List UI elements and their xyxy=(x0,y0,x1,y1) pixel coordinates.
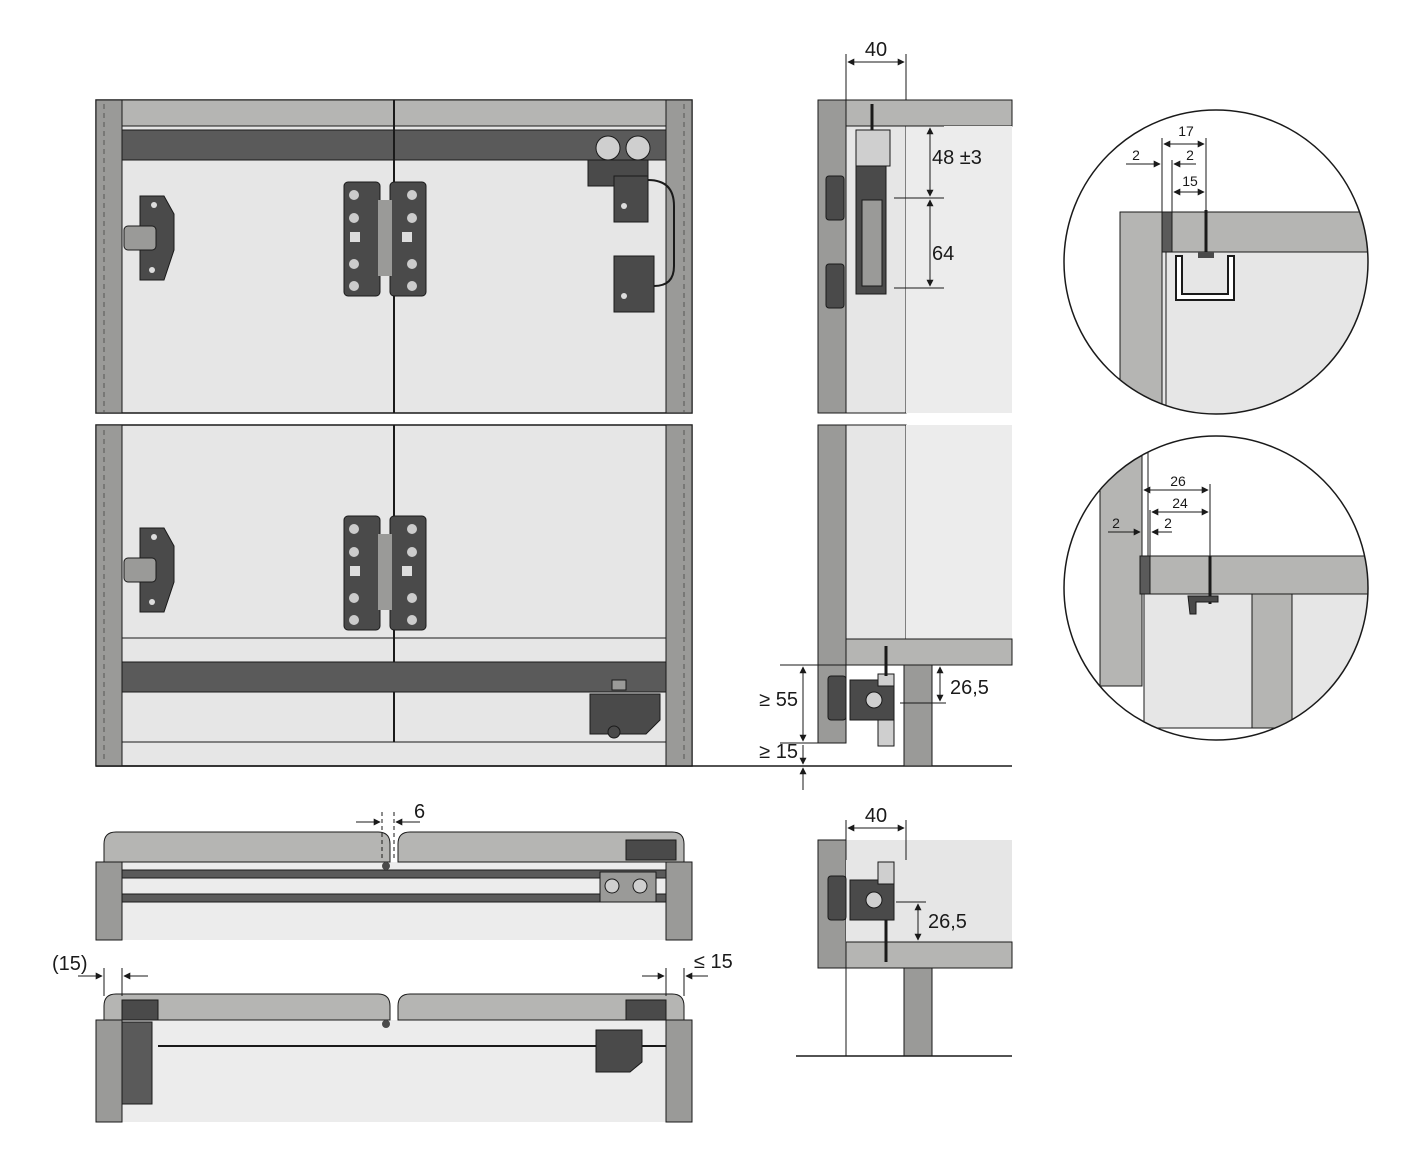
plan-view-open: (15) ≤ 15 xyxy=(52,951,733,1123)
plan-view-closed: 6 xyxy=(95,801,693,941)
dim-max-15: ≤ 15 xyxy=(694,951,733,973)
dim-min-15: ≥ 15 xyxy=(759,741,798,763)
front-elevation xyxy=(95,99,1012,767)
hinge-icon xyxy=(343,181,427,297)
dim-15-detail: 15 xyxy=(1182,173,1198,189)
dim-26-5-side: 26,5 xyxy=(950,677,989,699)
lock-icon xyxy=(123,195,175,281)
dim-48: 48 ±3 xyxy=(932,147,982,169)
dim-2-a: 2 xyxy=(1132,147,1140,163)
dim-40-top: 40 xyxy=(865,39,887,61)
side-section xyxy=(817,99,1013,767)
detail-circle-middle: 26 24 2 2 xyxy=(1063,435,1369,741)
guide-open-icon xyxy=(595,1029,643,1073)
dim-17: 17 xyxy=(1178,123,1194,139)
lock-icon xyxy=(123,527,175,613)
side-dimensions: 40 48 ±3 64 ≥ 55 ≥ 15 26,5 xyxy=(759,39,989,790)
detail-circle-top: 17 2 2 15 xyxy=(1063,109,1369,415)
dim-26: 26 xyxy=(1170,473,1186,489)
bottom-guide-section-icon xyxy=(827,646,895,747)
bottom-guide-icon xyxy=(589,679,661,739)
detail-bottom-section: 40 26,5 xyxy=(796,805,1013,1057)
dim-gap-6: 6 xyxy=(414,801,425,823)
dim-24: 24 xyxy=(1172,495,1188,511)
dim-15-paren: (15) xyxy=(52,953,88,975)
bottom-track xyxy=(121,661,667,693)
dim-2-c: 2 xyxy=(1112,515,1120,531)
dim-64: 64 xyxy=(932,243,954,265)
dim-2-d: 2 xyxy=(1164,515,1172,531)
dim-40-bottom: 40 xyxy=(865,805,887,827)
dim-2-b: 2 xyxy=(1186,147,1194,163)
knob-rotated-icon xyxy=(121,1021,153,1105)
hinge-icon xyxy=(343,515,427,631)
roller-carriage-icon xyxy=(587,135,675,313)
dim-min-55: ≥ 55 xyxy=(759,689,798,711)
dim-26-5-detail: 26,5 xyxy=(928,911,967,933)
